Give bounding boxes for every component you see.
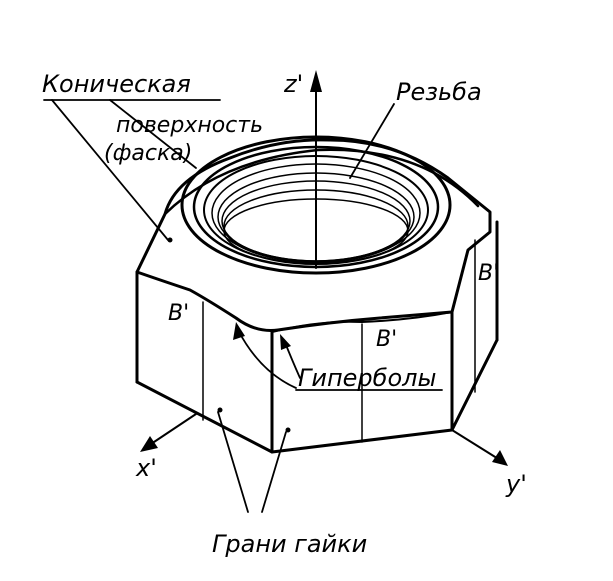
hyperbola-curve [271,311,453,333]
axes [140,70,508,466]
faces-leader-2 [261,431,287,513]
conical-leader-2 [109,99,197,169]
x-axis-arrowhead [140,436,158,452]
face-letter-front: B' [376,327,397,352]
thread-label: Резьба [396,78,482,106]
chamfer-curve [163,148,480,216]
leader-lines [43,99,443,513]
y-axis-label: y' [505,470,527,498]
hyperbola-arrow-1 [233,322,245,340]
nut-faces-label: Грани гайки [212,530,367,558]
face-point [217,407,223,413]
z-axis-label: z' [283,70,303,98]
nut-bottom-outline [135,338,499,454]
thread-leader [349,103,395,179]
face-point [285,427,291,433]
z-axis-arrowhead [310,70,322,92]
face-letter-left: B' [168,301,189,326]
x-axis-line [147,413,197,447]
conical-leader-1 [51,99,169,241]
x-axis-label: x' [135,454,157,482]
y-axis-line [451,429,501,461]
conical-surface-label-3: (фаска) [104,141,192,166]
hyperbolas-label: Гиперболы [298,364,436,392]
conical-surface-label-1: Коническая [42,70,191,98]
conical-surface-label-2: поверхность [116,113,263,138]
face-letter-right: B' [478,261,499,286]
hyperbola-leader-1 [237,329,297,389]
face-point [167,237,173,243]
faces-leader-1 [217,411,249,513]
y-axis-arrowhead [492,450,508,466]
hyperbola-arrow-2 [280,334,291,350]
